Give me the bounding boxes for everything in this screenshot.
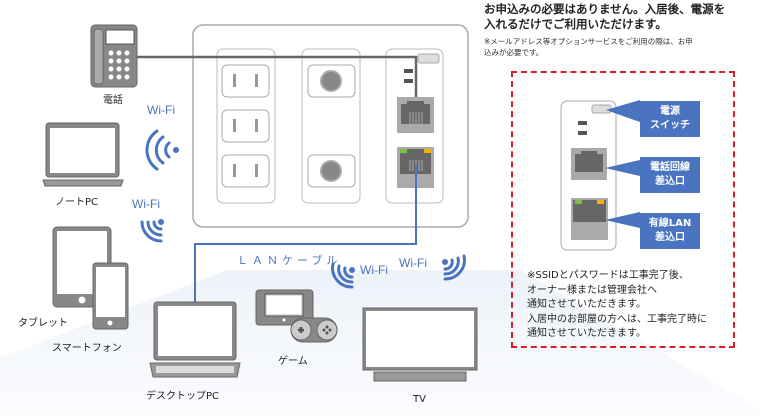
antenna-jack-1 [307,64,356,98]
smartphone-label: スマートフォン [52,343,122,354]
tv-icon [362,307,478,382]
wifi-icon [331,262,355,289]
phone-label: 電話 [103,95,123,106]
router-detail [560,100,640,251]
callout-line: スイッチ [650,120,690,131]
notebook-pc-icon [42,122,124,187]
wifi-icon [442,254,466,281]
header-note-line-1: お申込みの必要はありません。入居後、電源を [484,2,726,16]
wifi-label: Wi-Fi [360,263,388,277]
lan-cable-label: ＬＡＮケーブル [237,254,342,267]
game-console-icon [255,289,338,343]
game-label: ゲーム [278,356,308,367]
phone-line-cable [137,55,418,97]
ssid-note-line: ※SSIDとパスワードは工事完了後、 [527,270,689,281]
desktop-pc-label: デスクトップPC [146,391,220,402]
header-note: お申込みの必要はありません。入居後、電源を 入れるだけでご利用いただけます。 [484,2,754,32]
phone-port-callout: 電話回線 差込口 [640,157,700,193]
header-subnote: ※メールアドレス等オプションサービスをご利用の際は、お申 込みが必要です。 [484,36,754,58]
callout-line: 差込口 [655,176,685,187]
ssid-note: ※SSIDとパスワードは工事完了後、 オーナー様または管理会社へ 通知させていた… [527,269,707,342]
callout-line: 電源 [660,106,680,117]
wall-panel [192,24,469,228]
power-switch-icon [417,53,440,64]
callout-line: 有線LAN [648,218,692,229]
ssid-note-line: 通知させていただきます。 [527,299,646,310]
desktop-pc-icon [149,301,241,378]
notebook-pc-label: ノートPC [55,197,99,208]
header-note-line-2: 入れるだけでご利用いただけます。 [484,17,667,31]
wifi-icon [140,219,164,243]
ssid-note-line: 通知させていただきます。 [527,328,646,339]
wifi-label: Wi-Fi [399,256,427,270]
wifi-icon [145,129,179,171]
lan-cable [194,165,417,302]
wifi-label: Wi-Fi [147,103,175,117]
antenna-jack-2 [307,154,356,188]
router-detail-box [511,71,735,348]
power-outlet-2 [221,109,270,143]
ssid-note-line: オーナー様または管理会社へ [527,284,657,296]
callout-line: 電話回線 [650,162,690,173]
phone-icon [90,24,138,88]
power-outlet-3 [221,154,270,188]
callout-line: 差込口 [655,232,685,243]
smartphone-icon [92,262,129,330]
tv-label: TV [413,394,426,405]
header-subnote-line-1: ※メールアドレス等オプションサービスをご利用の際は、お申 [484,37,693,46]
header-subnote-line-2: 込みが必要です。 [484,48,544,57]
wifi-label: Wi-Fi [132,197,160,211]
lan-port-callout: 有線LAN 差込口 [640,213,700,249]
phone-port-icon [397,97,434,133]
tablet-label: タブレット [18,318,68,329]
power-switch-callout: 電源 スイッチ [640,101,700,137]
power-outlet-1 [221,64,270,98]
ssid-note-line: 入居中のお部屋の方へは、工事完了時に [527,313,707,325]
